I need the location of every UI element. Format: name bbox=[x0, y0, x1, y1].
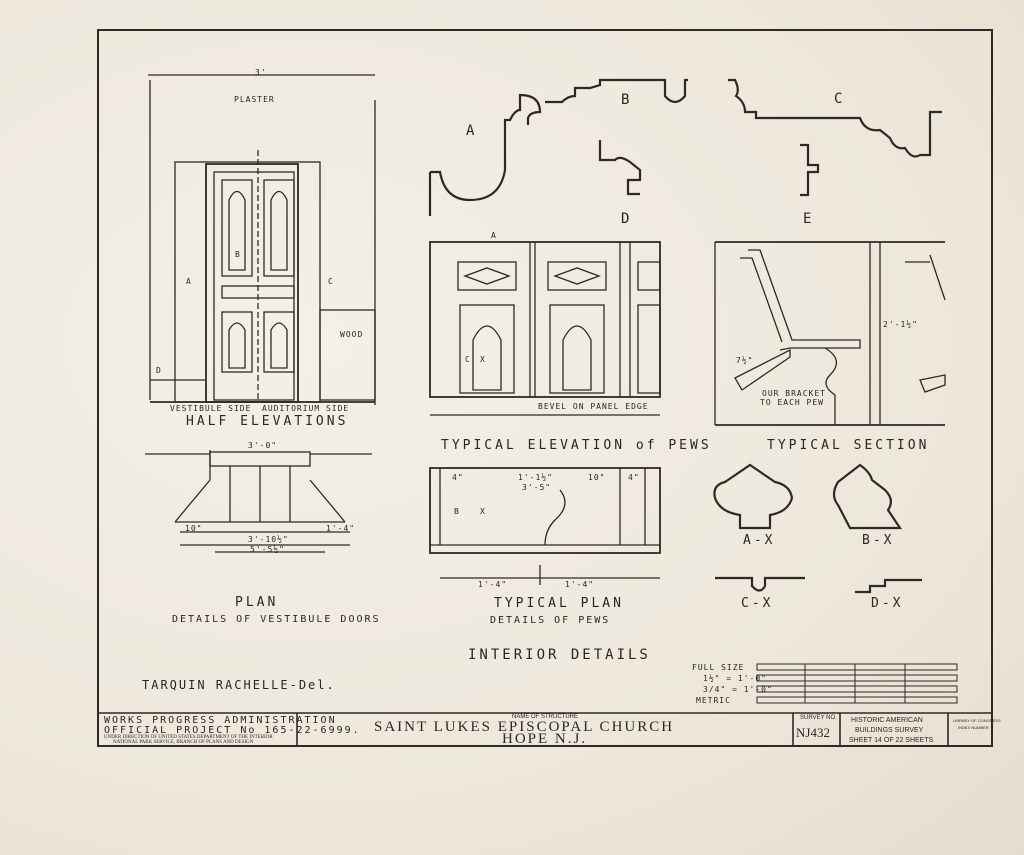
scale-2: 3/4" = 1'-0" bbox=[703, 685, 773, 694]
pew-mark-c: C bbox=[465, 355, 471, 364]
profile-a bbox=[428, 93, 542, 216]
profile-a-label: A bbox=[466, 123, 475, 139]
mark-b: B bbox=[235, 250, 241, 259]
wood-label: WOOD bbox=[340, 330, 364, 339]
profile-b-label: B bbox=[621, 92, 630, 108]
auditorium-side-label: AUDITORIUM SIDE bbox=[262, 404, 350, 413]
cx-label: C-X bbox=[741, 596, 774, 611]
survey-number-label: SURVEY NO. bbox=[800, 715, 837, 721]
pew-mark-a: A bbox=[491, 231, 497, 240]
plaster-label: PLASTER bbox=[234, 95, 275, 104]
plan-subtitle: DETAILS OF VESTIBULE DOORS bbox=[172, 614, 381, 625]
pew-plan-dim-bottom-2: 1'-4" bbox=[565, 580, 595, 589]
half-elevations-drawing bbox=[148, 74, 376, 405]
survey-number: NJ432 bbox=[796, 725, 830, 740]
profile-b bbox=[545, 78, 688, 196]
plan-dim-top: 3'-0" bbox=[248, 441, 278, 450]
bevel-note: BEVEL ON PANEL EDGE bbox=[538, 402, 649, 411]
main-title: INTERIOR DETAILS bbox=[468, 647, 651, 663]
wpa-line-1: WORKS PROGRESS ADMINISTRATION bbox=[104, 715, 337, 726]
sheet-number: SHEET 14 OF 22 SHEETS bbox=[849, 737, 934, 744]
wpa-line-3: UNDER DIRECTION OF UNITED STATES DEPARTM… bbox=[104, 735, 273, 740]
pew-plan-dim-bottom-1: 1'-4" bbox=[478, 580, 508, 589]
plan-dim-right: 1'-4" bbox=[326, 524, 356, 533]
library-line-1: LIBRARY OF CONGRESS bbox=[953, 718, 1001, 723]
pew-plan-dim-overall: 3'-5" bbox=[522, 483, 552, 492]
profile-d-label: D bbox=[621, 211, 630, 227]
vestibule-side-label: VESTIBULE SIDE bbox=[170, 404, 252, 413]
section-title: TYPICAL SECTION bbox=[767, 438, 930, 453]
library-line-2: INDEX NUMBER bbox=[958, 725, 989, 730]
scale-full-size: FULL SIZE bbox=[692, 663, 745, 672]
title-block-lines bbox=[99, 712, 991, 745]
structure-location: HOPE N.J. bbox=[502, 731, 588, 747]
plan-title: PLAN bbox=[235, 595, 279, 610]
plan-dim-mid: 3'-10½" bbox=[248, 535, 289, 544]
profile-c bbox=[728, 78, 942, 197]
scale-1: 1½" = 1'-0" bbox=[703, 674, 767, 683]
structure-name-label: NAME OF STRUCTURE bbox=[512, 714, 578, 720]
section-dim-height: 2'-1½" bbox=[883, 320, 918, 329]
pew-plan-dim-top-3: 10" bbox=[588, 473, 606, 482]
mark-c: C bbox=[328, 277, 334, 286]
section-profiles bbox=[713, 463, 922, 594]
profile-c-label: C bbox=[834, 91, 843, 107]
pew-elevation-drawing bbox=[429, 241, 661, 416]
bx-label: B-X bbox=[862, 533, 895, 548]
pew-elevation-title: TYPICAL ELEVATION of PEWS bbox=[441, 438, 712, 453]
pew-plan-dim-top-1: 4" bbox=[452, 473, 464, 482]
delineator-signature: TARQUIN RACHELLE-Del. bbox=[142, 678, 336, 692]
graphic-scale bbox=[756, 663, 958, 704]
top-dimension: 3' bbox=[255, 68, 267, 77]
pew-plan-mark-b: B bbox=[454, 507, 460, 516]
structure-name: SAINT LUKES EPISCOPAL CHURCH bbox=[374, 719, 675, 735]
plan-drawing bbox=[145, 450, 372, 553]
pew-plan-subtitle: DETAILS OF PEWS bbox=[490, 615, 611, 626]
pew-plan-dim-top-4: 4" bbox=[628, 473, 640, 482]
profile-e-label: E bbox=[803, 211, 812, 227]
pew-plan-dim-top-2: 1'-1½" bbox=[518, 473, 553, 482]
pew-plan-title: TYPICAL PLAN bbox=[494, 596, 624, 611]
pew-plan-drawing bbox=[429, 467, 661, 585]
scale-metric: METRIC bbox=[696, 696, 731, 705]
bracket-note-2: TO EACH PEW bbox=[760, 398, 824, 407]
mark-d: D bbox=[156, 366, 162, 375]
wpa-line-4: NATIONAL PARK SERVICE, BRANCH OF PLANS A… bbox=[113, 740, 254, 745]
dx-label: D-X bbox=[871, 596, 904, 611]
bracket-note-1: OUR BRACKET bbox=[762, 389, 826, 398]
ax-label: A-X bbox=[743, 533, 776, 548]
section-dim-seat: 7½" bbox=[736, 356, 754, 365]
wpa-line-2: OFFICIAL PROJECT No 165-22-6999. bbox=[104, 725, 361, 736]
sheet-border bbox=[97, 29, 993, 747]
plan-dim-total: 5'-5½" bbox=[250, 545, 285, 554]
habs-line-1: HISTORIC AMERICAN bbox=[851, 717, 923, 724]
half-elevations-title: HALF ELEVATIONS bbox=[186, 414, 349, 429]
pew-plan-mark-x: X bbox=[480, 507, 486, 516]
habs-line-2: BUILDINGS SURVEY bbox=[855, 727, 924, 734]
section-drawing bbox=[714, 241, 946, 426]
plan-dim-left: 10" bbox=[185, 524, 203, 533]
pew-mark-x: X bbox=[480, 355, 486, 364]
mark-a: A bbox=[186, 277, 192, 286]
